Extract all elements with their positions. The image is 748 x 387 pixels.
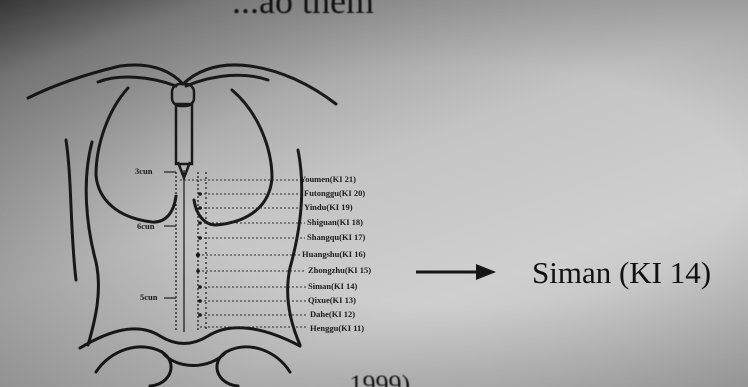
right-clavicle [186, 75, 268, 86]
point-label-ki15: Zhongzhu(KI 15) [308, 265, 371, 275]
left-clavicle [98, 77, 176, 86]
point-label-ki20: Futonggu(KI 20) [304, 188, 365, 198]
left-hip-bone [96, 347, 171, 386]
torso-outline [28, 65, 336, 386]
sternum [172, 84, 194, 178]
zone-label-lower: 5cun [140, 292, 158, 302]
right-rib-cage [194, 90, 272, 225]
point-label-ki17: Shangqu(KI 17) [307, 232, 366, 242]
sternum-body [176, 104, 192, 164]
zone-markers [164, 172, 176, 298]
point-label-ki12: Dahe(KI 12) [310, 309, 355, 319]
callout-label: Siman (KI 14) [532, 253, 711, 293]
point-label-ki19: Yindu(KI 19) [304, 202, 353, 212]
zone-label-upper: 3cun [135, 166, 153, 176]
left-arm [66, 140, 76, 280]
left-rib-cage [96, 88, 176, 222]
acupoint-labels: Youmen(KI 21) Futonggu(KI 20) Yindu(KI 1… [300, 174, 371, 333]
zone-labels: 3cun 6cun 5cun [135, 166, 158, 302]
point-label-ki11: Henggu(KI 11) [310, 323, 364, 333]
pelvis-outline [80, 328, 300, 348]
point-label-ki16: Huangshu(KI 16) [302, 249, 366, 259]
footer-text: ...1999) [330, 372, 410, 387]
right-hip-bone [217, 347, 290, 386]
point-label-ki18: Shiguan(KI 18) [307, 217, 363, 227]
callout-arrow-head [476, 264, 496, 280]
zone-label-middle: 6cun [137, 221, 155, 231]
point-label-ki21: Youmen(KI 21) [300, 174, 356, 184]
point-label-ki13: Qixue(KI 13) [308, 295, 356, 305]
callout-arrow [416, 264, 496, 280]
point-label-ki14: Siman(KI 14) [308, 281, 358, 291]
